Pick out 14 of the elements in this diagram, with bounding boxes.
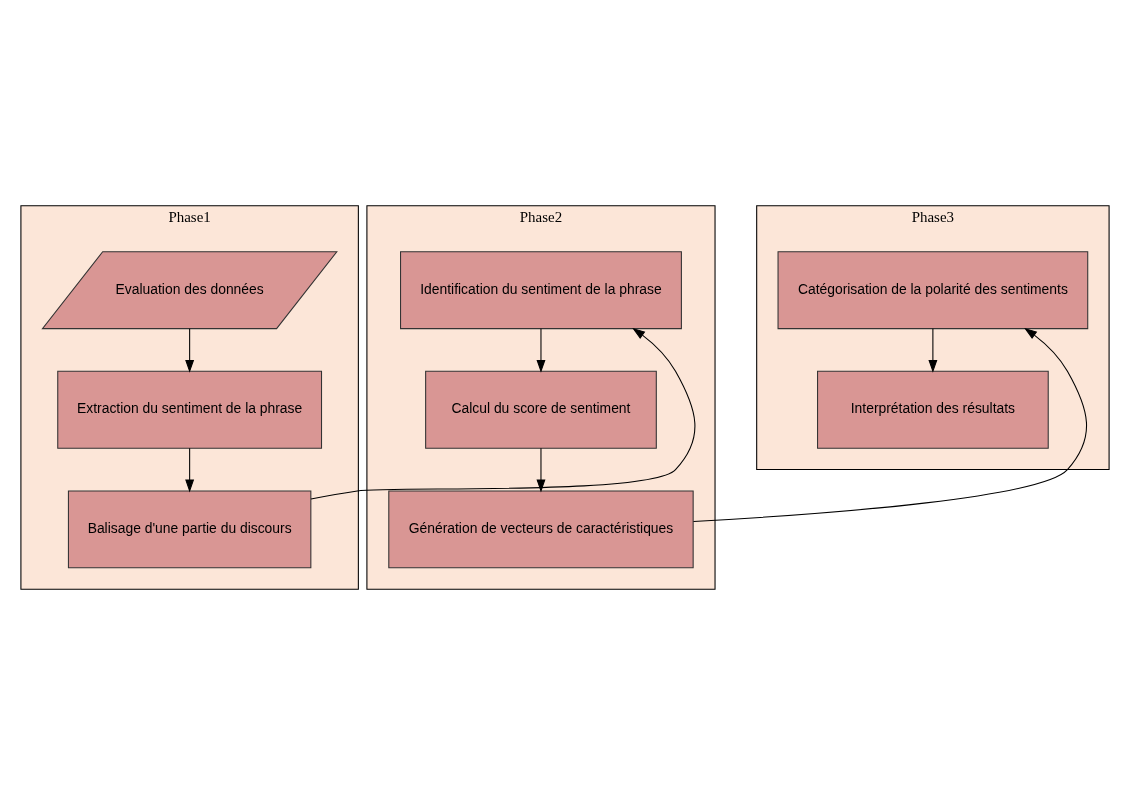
node-box: Calcul du score de sentiment	[425, 370, 657, 449]
node-box: Identification du sentiment de la phrase	[400, 250, 682, 329]
node-box: Catégorisation de la polarité des sentiments	[777, 250, 1089, 329]
arrow	[310, 327, 696, 499]
arrow	[536, 447, 546, 492]
node-box: Génération de vecteurs de caractéristiques	[388, 489, 694, 568]
arrow	[692, 327, 1087, 522]
arrow	[928, 327, 938, 373]
node-box: Extraction du sentiment de la phrase	[57, 370, 323, 449]
node-box: Balisage d'une partie du discours	[67, 489, 312, 568]
arrow	[185, 447, 195, 492]
node-box: Interprétation des résultats	[817, 370, 1049, 449]
arrow	[185, 327, 195, 373]
arrow	[536, 327, 546, 373]
